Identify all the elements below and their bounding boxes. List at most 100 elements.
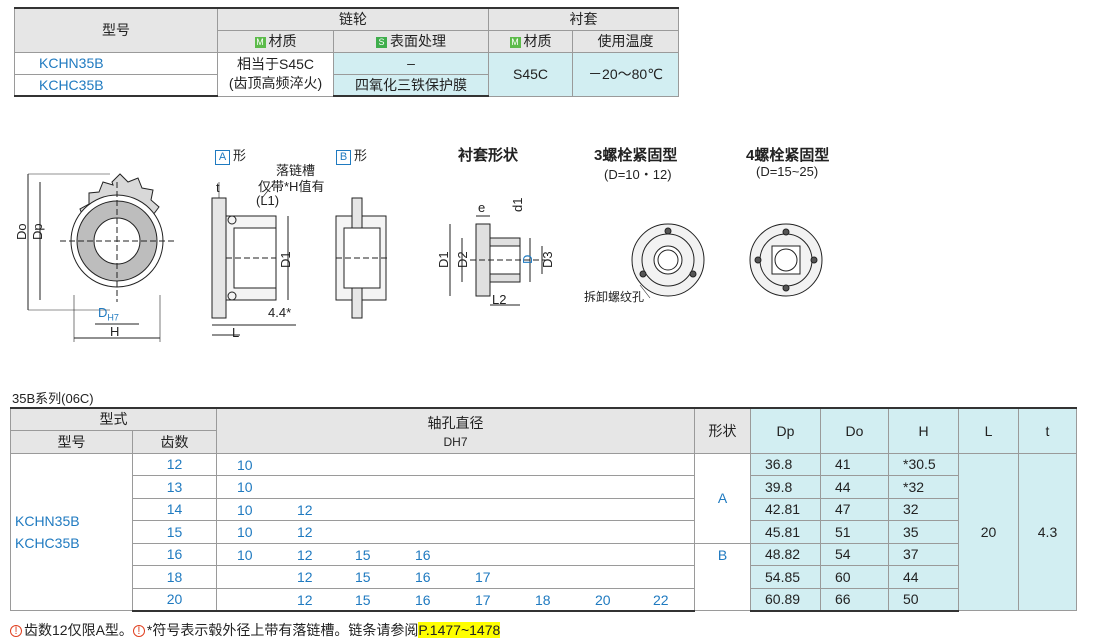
a-type-section [211,181,296,336]
bushing-shape-drawing [449,215,545,306]
bolt4-sub: (D=15~25) [756,164,819,179]
bore-cell: 10 [216,475,695,499]
teeth-cell: 20 [132,587,217,612]
surface-badge: S [376,36,387,48]
bolt3-sub: (D=10・12) [604,167,672,182]
do-cell: 47 [820,497,889,521]
header-model: 型号 [14,7,218,53]
bore-cell: 10 [216,452,695,476]
surface-value-2: 四氧化三铁保护膜 [333,73,489,97]
t-value: 4.3 [1018,452,1077,611]
model-kchc: KCHC35B [14,73,218,97]
header-do: Do [820,407,889,454]
page-reference-link[interactable]: P.1477~1478 [418,622,501,638]
d1s-label: d1 [510,197,525,212]
header-temp: 使用温度 [572,29,679,53]
shape-a-cell: A [694,452,751,544]
dp-cell: 60.89 [750,587,821,612]
t-label: t [216,180,220,195]
footer-note-2: *符号表示毂外径上带有落链槽。链条请参阅 [146,622,419,638]
l-value: 20 [958,452,1019,611]
three-bolt-drawing [631,223,705,299]
h-cell: *32 [888,475,959,499]
bolt3-title: 3螺栓紧固型 [594,147,678,164]
d1-label: D1 [278,251,293,268]
dp-cell: 45.81 [750,520,821,544]
do-cell: 44 [820,475,889,499]
bolt4-title: 4螺栓紧固型 [746,147,830,164]
header-h: H [888,407,959,454]
model-kchn: KCHN35B [14,51,218,74]
shape-b-cell: B [694,542,751,611]
warning-icon: ! [132,625,145,638]
surface-value-1: – [333,51,489,75]
header-model: 型号 [10,429,133,454]
dp-label: Dp [30,223,45,240]
material-badge: M [254,36,266,48]
do-cell: 51 [820,520,889,544]
h-cell: *30.5 [888,452,959,476]
l1-label: (L1) [256,193,280,208]
do-cell: 41 [820,452,889,476]
h-cell: 44 [888,565,959,589]
temp-value: －20～80℃ [572,51,679,97]
h-cell: 50 [888,587,959,612]
note-h-label: 仅带*H值有 [258,179,325,194]
e-label: e [478,200,486,215]
footer-note: !齿数12仅限A型。!*符号表示毂外径上带有落链槽。链条请参阅P.1477~14… [10,620,501,640]
D-label: D [520,254,535,264]
h-cell: 37 [888,542,959,566]
L2-label: L2 [492,292,507,307]
l-label: L [232,325,240,340]
header-l: L [958,407,1019,454]
footer-note-1: 齿数12仅限A型。 [24,622,133,638]
teeth-cell: 16 [132,542,217,566]
table-row: 13 10 39.8 44 *32 [11,475,1077,499]
sprocket-front-view [27,173,174,342]
header-teeth: 齿数 [132,429,217,454]
dp-cell: 39.8 [750,475,821,499]
teeth-cell: 15 [132,520,217,544]
dh7-label: DH7 [98,305,119,323]
teeth-cell: 18 [132,565,217,589]
series-label: 35B系列(06C) [12,391,94,406]
teeth-cell: 12 [132,452,217,476]
header-t: t [1018,407,1077,454]
dp-cell: 54.85 [750,565,821,589]
do-label: Do [14,223,29,240]
b-type-section [335,197,390,319]
bushing-shape-title: 衬套形状 [458,147,519,164]
D2-label: D2 [455,251,470,268]
dim44-label: 4.4* [268,305,292,320]
header-bushing: 衬套 [488,7,679,31]
teeth-cell: 14 [132,497,217,521]
do-cell: 54 [820,542,889,566]
teeth-cell: 13 [132,475,217,499]
h-cell: 32 [888,497,959,521]
warning-icon: ! [10,625,22,638]
disassembly-label: 拆卸螺纹孔 [584,290,645,304]
four-bolt-drawing [749,223,823,297]
material-badge: M [509,36,521,48]
dp-cell: 36.8 [750,452,821,476]
dp-cell: 48.82 [750,542,821,566]
do-cell: 60 [820,565,889,589]
do-cell: 66 [820,587,889,612]
